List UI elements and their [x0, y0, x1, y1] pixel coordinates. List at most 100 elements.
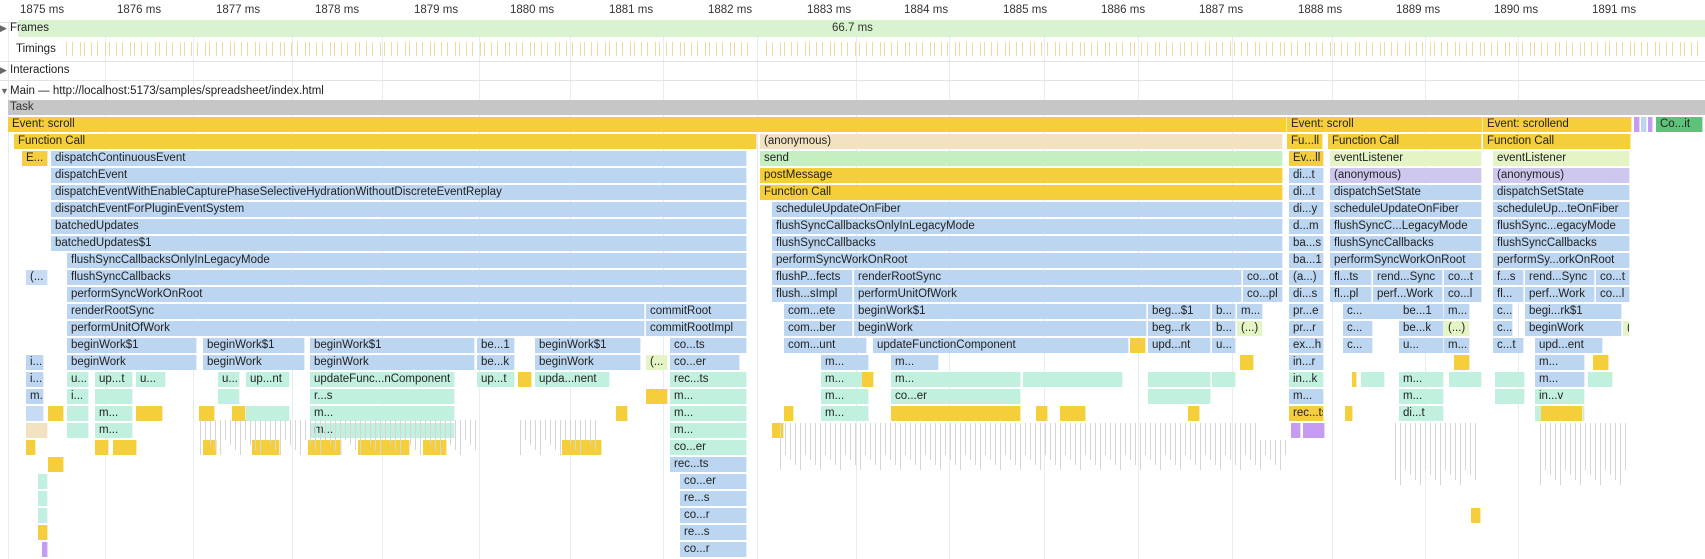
flame-block[interactable]: di...t	[1399, 406, 1444, 421]
flame-function-call[interactable]: Function Call	[760, 185, 1283, 200]
flame-block[interactable]: pr...e	[1289, 304, 1324, 319]
flame-block[interactable]	[38, 491, 48, 506]
flame-event-listener[interactable]: eventListener	[1493, 151, 1630, 166]
flame-perform-sync-work[interactable]: performSyncWorkOnRoot	[1330, 253, 1482, 268]
flame-block[interactable]	[1345, 406, 1353, 421]
flame-begin-work[interactable]: beginWork	[310, 355, 475, 370]
flame-begin-work[interactable]: beginWork	[67, 355, 197, 370]
flame-block[interactable]	[1588, 372, 1613, 387]
flame-update-function-component[interactable]: updateFunctionComponent	[873, 338, 1129, 353]
flame-block[interactable]	[1593, 355, 1609, 370]
flame-block[interactable]: co...r	[680, 508, 747, 523]
flame-function-call[interactable]: Function Call	[14, 134, 757, 149]
flame-function-call[interactable]: Fu...ll	[1287, 134, 1323, 149]
flame-commit[interactable]: Co...it	[1656, 117, 1703, 132]
flame-dispatch-event-plugin[interactable]: dispatchEventForPluginEventSystem	[51, 202, 747, 217]
flame-block[interactable]	[862, 372, 874, 387]
flame-dispatch-event[interactable]: dispatchEvent	[51, 168, 747, 183]
flame-render-root-sync[interactable]: rend...Sync	[1525, 270, 1595, 285]
flame-block[interactable]: m...	[95, 423, 133, 438]
flame-block[interactable]: beg...$1	[1148, 304, 1211, 319]
flame-block[interactable]	[358, 440, 410, 455]
flame-flush-sync-callbacks[interactable]: flushSyncCallbacks	[67, 270, 747, 285]
flame-block[interactable]: m...	[1289, 389, 1324, 404]
flame-block[interactable]: m...	[1444, 338, 1470, 353]
flame-block[interactable]: m...	[821, 389, 869, 404]
flame-function-call[interactable]: Function Call	[1483, 134, 1631, 149]
flame-block[interactable]	[1495, 389, 1525, 404]
flame-block[interactable]	[1641, 117, 1647, 132]
flame-block[interactable]: u...	[136, 372, 166, 387]
flame-block[interactable]: m...	[670, 423, 747, 438]
flame-post-message[interactable]: postMessage	[760, 168, 1283, 183]
flame-flush-sync-callbacks[interactable]: flushSyncCallbacks	[1330, 236, 1482, 251]
flame-block[interactable]: c...	[1343, 338, 1373, 353]
flame-block[interactable]: m...	[310, 423, 455, 438]
flame-block[interactable]: b...	[1212, 321, 1236, 336]
flame-block[interactable]: be...1	[477, 338, 515, 353]
flame-block[interactable]: c...	[1343, 321, 1373, 336]
flame-schedule-update[interactable]: scheduleUp...teOnFiber	[1493, 202, 1630, 217]
flame-begin-work-1[interactable]: beginWork$1	[203, 338, 305, 353]
flame-block[interactable]: (...)	[1444, 321, 1470, 336]
flame-block[interactable]	[1291, 423, 1301, 438]
flame-block[interactable]: r...s	[310, 389, 455, 404]
flame-block[interactable]	[1036, 406, 1048, 421]
flame-begin-work-1[interactable]: beginWork$1	[67, 338, 197, 353]
flame-anonymous[interactable]: (anonymous)	[760, 134, 1283, 149]
flame-block[interactable]: co...t	[1596, 270, 1630, 285]
flame-block[interactable]	[67, 406, 89, 421]
flame-flush-sync-legacy[interactable]: flushSyncCallbacksOnlyInLegacyMode	[67, 253, 747, 268]
flame-block[interactable]: fl...ts	[1330, 270, 1372, 285]
flame-block[interactable]: m...	[1444, 304, 1470, 319]
flame-block[interactable]: (...	[26, 270, 48, 285]
flame-block[interactable]: co...er	[680, 474, 747, 489]
flame-block[interactable]: c...	[1493, 304, 1513, 319]
flame-block[interactable]	[891, 406, 1021, 421]
flame-commit-root[interactable]: commitRoot	[646, 304, 747, 319]
flame-update[interactable]: upd...ent	[1535, 338, 1603, 353]
flame-block[interactable]: re...s	[680, 491, 747, 506]
flame-dispatch-continuous-event[interactable]: dispatchContinuousEvent	[51, 151, 747, 166]
flame-block[interactable]	[95, 389, 133, 404]
time-ruler[interactable]: 1875 ms 1876 ms 1877 ms 1878 ms 1879 ms …	[0, 0, 1705, 23]
flame-block[interactable]: up...t	[95, 372, 133, 387]
flame-block[interactable]	[26, 406, 44, 421]
flame-perform-unit-of-work[interactable]: performUnitOfWork	[67, 321, 645, 336]
flame-block[interactable]: be...1	[1399, 304, 1444, 319]
frames-bar[interactable]	[18, 20, 1705, 37]
flame-block[interactable]	[1449, 372, 1482, 387]
flame-block[interactable]: in...r	[1289, 355, 1324, 370]
flame-block[interactable]	[1188, 406, 1200, 421]
flame-anonymous[interactable]: (anonymous)	[1493, 168, 1630, 183]
flame-block[interactable]: m...	[1399, 372, 1444, 387]
flame-block[interactable]: co...pl	[1243, 287, 1283, 302]
flame-block[interactable]: co...ot	[1243, 270, 1283, 285]
flame-perform-unit-of-work[interactable]: perf...Work	[1373, 287, 1443, 302]
flame-block[interactable]: co...l	[1596, 287, 1630, 302]
flame-block[interactable]: upd...nt	[1148, 338, 1211, 353]
flame-schedule-update[interactable]: scheduleUpdateOnFiber	[772, 202, 1283, 217]
flame-block[interactable]	[1303, 423, 1325, 438]
flame-block[interactable]: c...	[1343, 304, 1403, 319]
flame-block[interactable]: m...	[670, 389, 747, 404]
expand-triangle-icon[interactable]: ▶	[0, 65, 7, 75]
flame-block[interactable]	[199, 406, 215, 421]
flame-render-root-sync[interactable]: renderRootSync	[67, 304, 645, 319]
flame-block[interactable]: u...	[67, 372, 89, 387]
flame-block[interactable]	[26, 423, 48, 438]
flame-flush-sync-callbacks[interactable]: flushSyncCallbacks	[772, 236, 1283, 251]
flame-block[interactable]: m...	[1535, 355, 1585, 370]
flame-block[interactable]	[616, 406, 628, 421]
flame-block[interactable]: be...k	[477, 355, 515, 370]
flame-render-root-sync[interactable]: rend...Sync	[1373, 270, 1443, 285]
flame-block[interactable]: up...t	[477, 372, 515, 387]
flame-block[interactable]: re...s	[680, 525, 747, 540]
flame-block[interactable]: be...k	[1399, 321, 1444, 336]
flame-block[interactable]: ex...h	[1289, 338, 1324, 353]
flame-block[interactable]: co...ts	[670, 338, 747, 353]
flame-begin-work-1[interactable]: beginWork$1	[535, 338, 641, 353]
flame-block[interactable]: c...	[1493, 321, 1513, 336]
flame-block[interactable]: b...	[1212, 304, 1236, 319]
flame-begin-work[interactable]: beginWork	[854, 321, 1147, 336]
